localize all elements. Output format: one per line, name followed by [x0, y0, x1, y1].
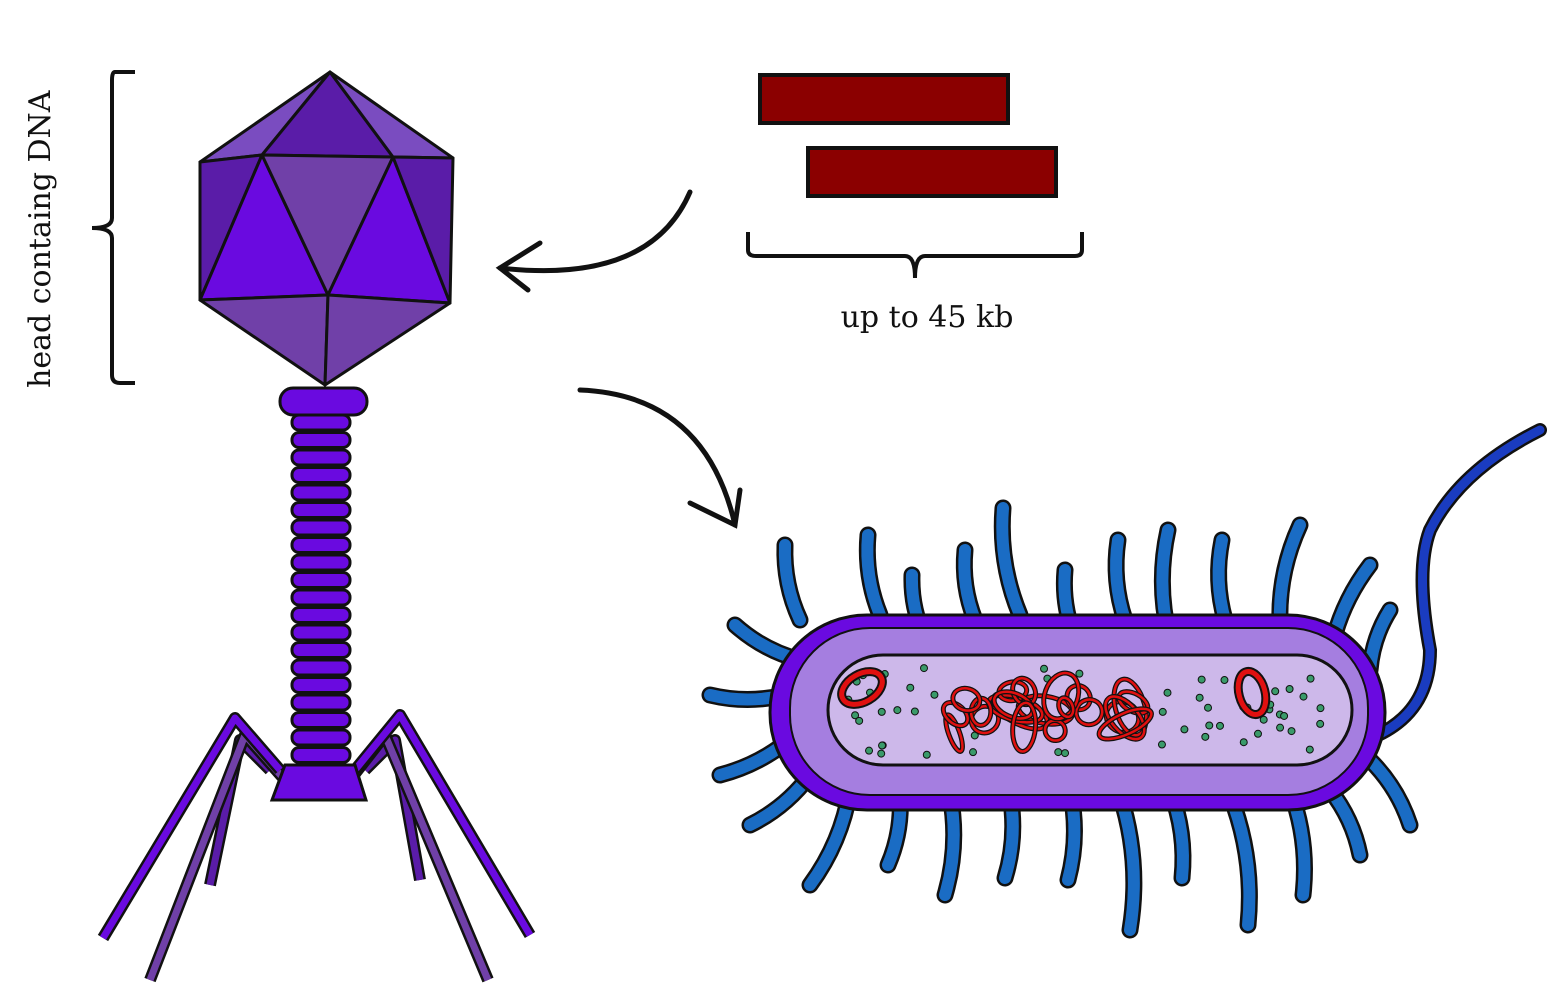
tail-ring — [290, 623, 352, 642]
ribosome — [1220, 676, 1229, 685]
phage-baseplate — [269, 763, 369, 802]
pilus — [861, 529, 886, 621]
ribosome — [1054, 748, 1063, 757]
dna-size-label: up to 45 kb — [841, 300, 1014, 335]
tail-ring — [290, 518, 352, 537]
pilus — [996, 502, 1026, 621]
ribosome — [910, 707, 919, 716]
ribosome — [865, 746, 874, 755]
plasmid — [1233, 666, 1271, 720]
tail-ring — [290, 483, 352, 502]
bacterial-chromosome — [940, 670, 1154, 754]
arrow-to-head — [495, 189, 693, 293]
ribosome — [855, 716, 864, 725]
dna-size-bracket — [746, 232, 1084, 279]
ribosome — [1163, 688, 1172, 697]
ribosome — [906, 683, 915, 692]
bacterium-cytoplasm — [826, 653, 1354, 767]
tail-ring — [290, 553, 352, 572]
dna-loop — [1057, 696, 1075, 719]
tail-ring — [290, 641, 352, 659]
phage-tail — [290, 413, 352, 764]
ribosome — [1205, 721, 1214, 730]
bacterium-flagellum — [1371, 423, 1547, 742]
ribosome — [969, 748, 978, 757]
dna-loop — [1074, 698, 1104, 726]
tail-ring — [290, 536, 352, 554]
pilus — [1364, 754, 1416, 831]
ribosome — [1204, 703, 1213, 712]
dna-loop — [1097, 707, 1153, 741]
tail-ring — [290, 658, 352, 677]
arrow-to-bacterium — [577, 387, 743, 529]
ribosome — [1158, 707, 1167, 716]
tail-ring — [290, 501, 352, 519]
tail-ring — [290, 711, 352, 729]
ribosome — [1285, 685, 1294, 694]
ribosome — [1280, 711, 1289, 720]
phage-legs — [97, 709, 536, 983]
tail-ring — [290, 693, 352, 712]
ribosome — [878, 741, 887, 750]
dna-fragment — [758, 73, 1010, 125]
plasmid — [837, 667, 887, 709]
tail-ring — [290, 728, 352, 747]
ribosome — [893, 706, 902, 715]
tail-ring — [290, 606, 352, 624]
ribosome — [1201, 732, 1210, 741]
dna-loop — [951, 687, 982, 712]
phage-collar — [278, 386, 369, 417]
dna-loop — [1043, 719, 1067, 742]
ribosome — [877, 707, 886, 716]
ribosome — [1299, 692, 1308, 701]
tail-ring — [290, 571, 352, 589]
ribosome — [1253, 729, 1262, 738]
tail-ring — [290, 588, 352, 607]
head-bracket — [91, 70, 135, 385]
ribosome — [877, 749, 886, 758]
phage-head — [198, 70, 455, 387]
ribosome — [1061, 749, 1070, 758]
tail-ring — [290, 676, 352, 694]
pilus — [1212, 534, 1231, 626]
pilus — [778, 539, 806, 626]
ribosome — [1216, 721, 1225, 730]
ribosome — [1180, 725, 1189, 734]
tail-ring — [290, 431, 352, 449]
flagellum-fill — [1373, 425, 1545, 740]
dna-loop — [1011, 701, 1037, 753]
tail-ring — [290, 746, 352, 764]
ribosome — [920, 664, 928, 673]
dna-loop — [1042, 671, 1080, 721]
tail-ring — [290, 466, 352, 484]
ribosome — [1259, 715, 1268, 724]
ribosome — [1075, 669, 1084, 678]
tail-ring — [290, 448, 352, 467]
ribosome — [1271, 687, 1280, 696]
ribosome — [1197, 675, 1206, 684]
ribosome — [1305, 745, 1314, 754]
ribosome — [1157, 740, 1166, 749]
dna-fragment — [806, 146, 1058, 198]
ribosome — [922, 750, 931, 759]
ribosome — [1040, 664, 1049, 673]
ribosome — [1316, 704, 1325, 713]
pilus — [1110, 534, 1131, 626]
ribosome — [1287, 727, 1296, 736]
ribosome — [1276, 723, 1285, 732]
ribosome — [1316, 719, 1325, 728]
ribosome — [1195, 693, 1204, 702]
ribosome — [930, 690, 939, 699]
ribosome — [851, 711, 860, 720]
ribosome — [1306, 674, 1315, 683]
tail-ring — [290, 413, 352, 432]
ribosome — [1239, 738, 1248, 747]
pilus — [1364, 604, 1396, 676]
head-label: head containg DNA — [23, 90, 58, 388]
